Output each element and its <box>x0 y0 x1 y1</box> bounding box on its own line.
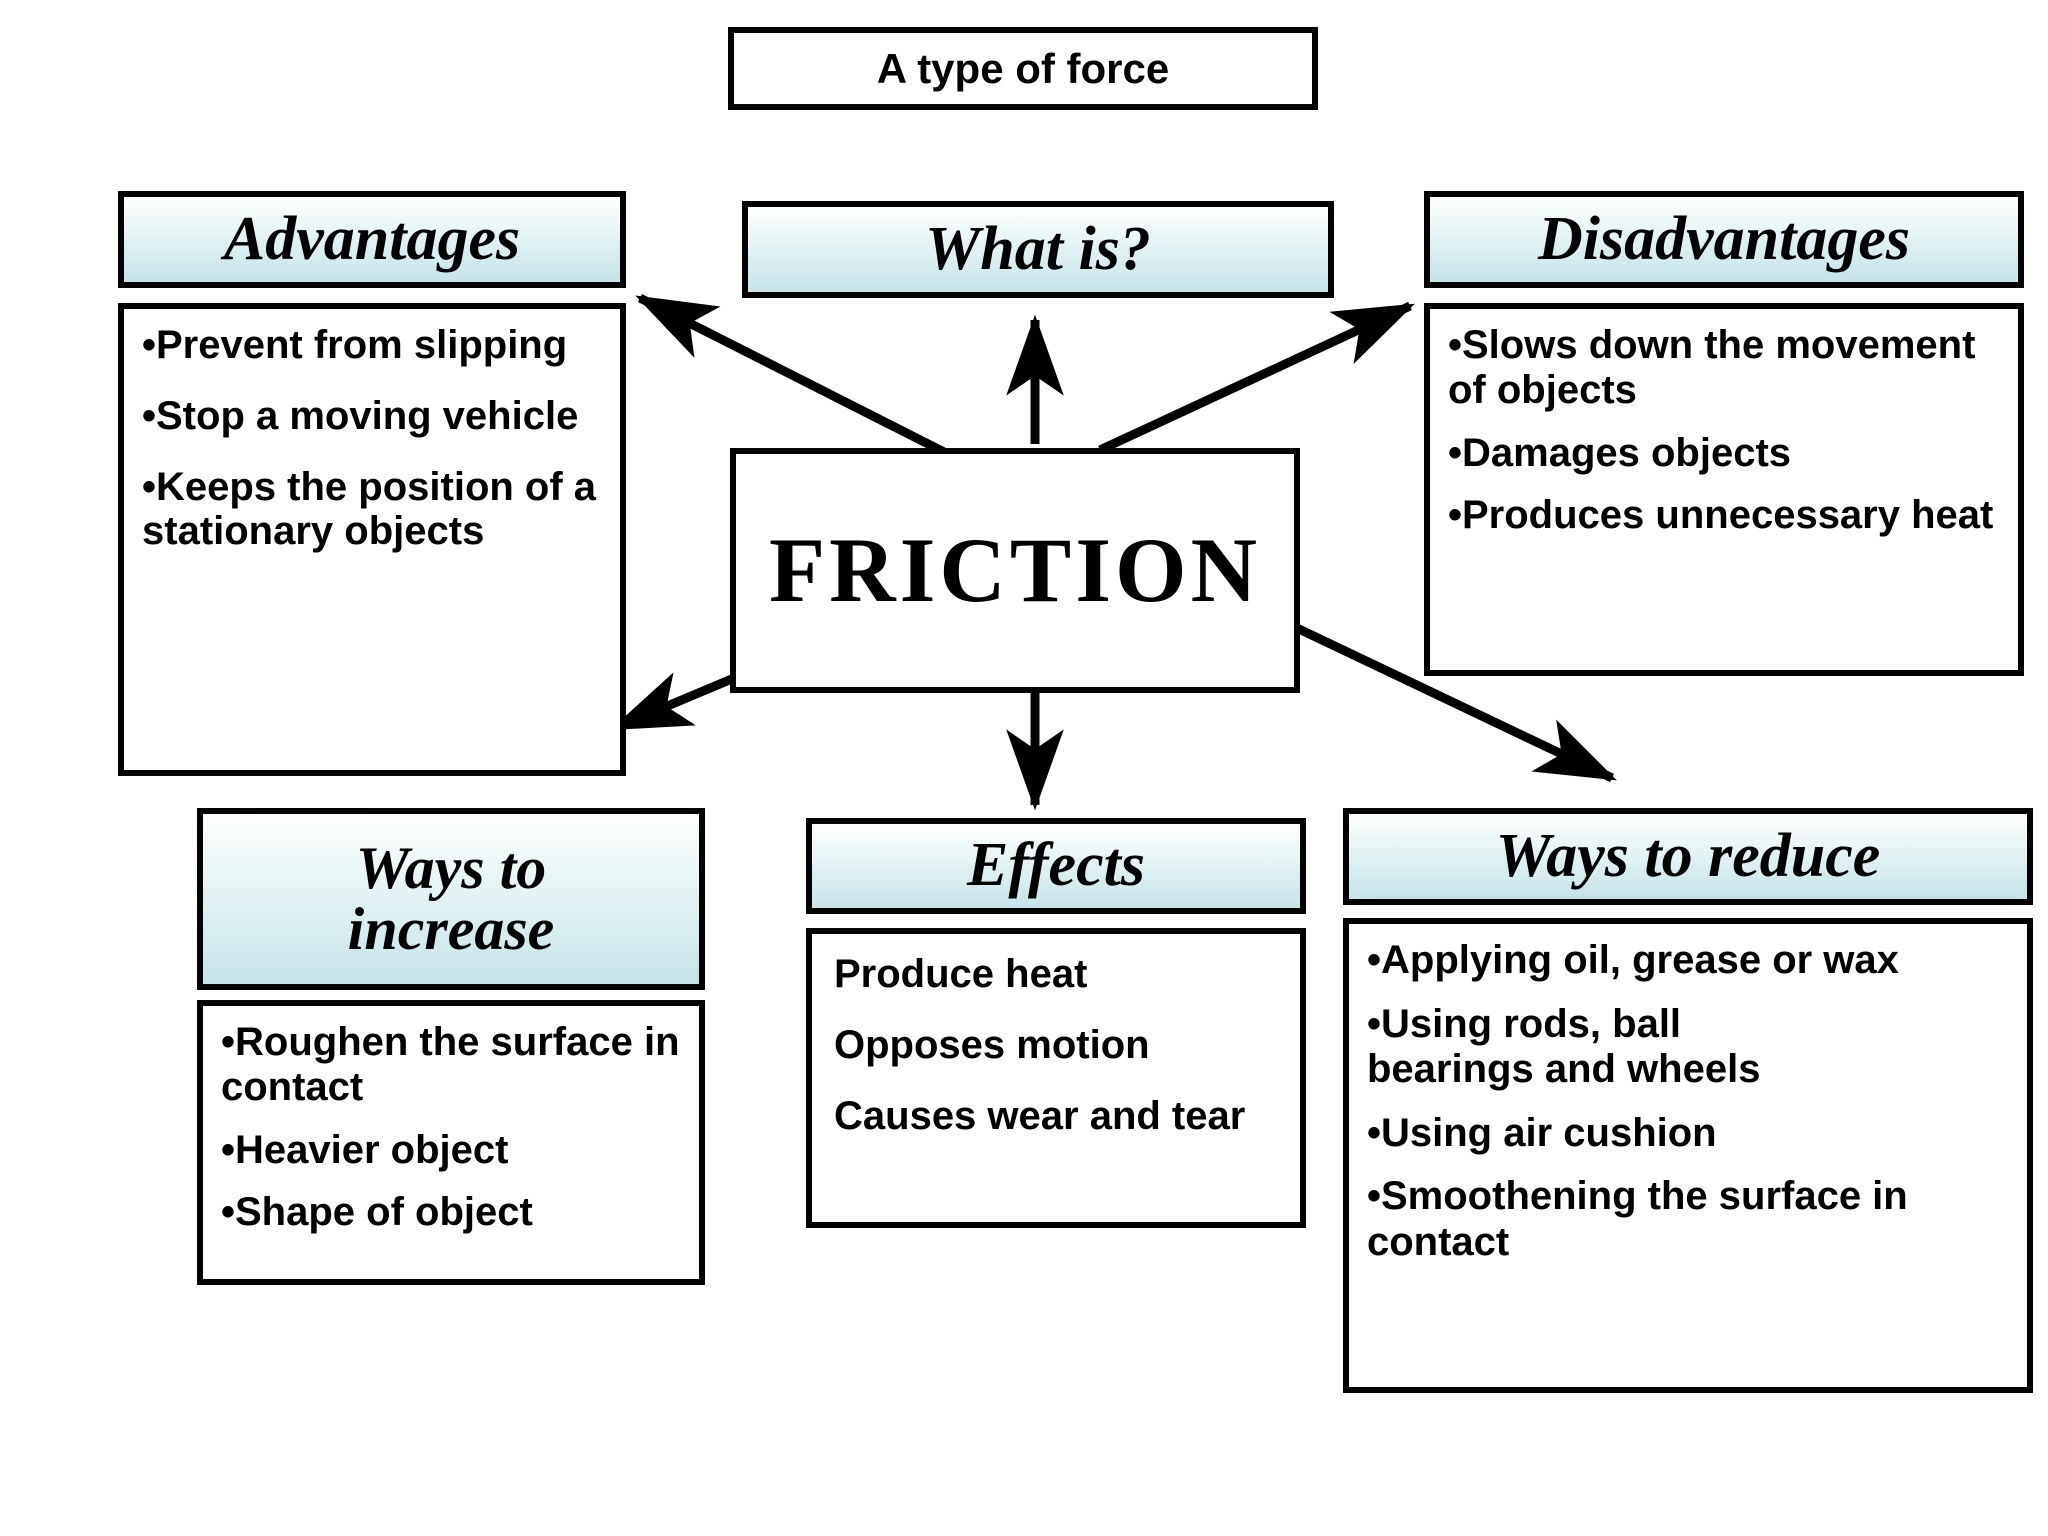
spacer <box>1448 475 2004 493</box>
header-ways-to-increase: Ways to increase <box>197 808 705 990</box>
list-item: •Produces unnecessary heat <box>1448 493 1994 538</box>
node-friction-center: FRICTION <box>730 448 1300 693</box>
header-what-is: What is? <box>742 201 1334 298</box>
friction-label: FRICTION <box>768 519 1262 622</box>
spacer <box>834 997 1286 1023</box>
spacer <box>221 1172 689 1190</box>
spacer <box>1367 1156 2015 1174</box>
ways-to-reduce-header-label: Ways to reduce <box>1495 821 1881 890</box>
spacer <box>1367 984 2015 1002</box>
list-item: •Shape of object <box>221 1190 533 1235</box>
node-a-type-of-force: A type of force <box>728 27 1318 110</box>
header-effects: Effects <box>806 818 1306 914</box>
list-item: •Roughen the surface in contact <box>221 1020 680 1109</box>
effects-header-label: Effects <box>967 831 1145 900</box>
header-disadvantages: Disadvantages <box>1424 191 2024 288</box>
list-item: •Using rods, ball <box>1367 1001 1682 1046</box>
spacer <box>1367 1093 2015 1111</box>
what-is-header-label: What is? <box>925 214 1151 283</box>
spacer <box>834 1068 1286 1094</box>
spacer <box>1448 413 2004 431</box>
list-item: •Keeps the position of a stationary obje… <box>142 464 597 554</box>
arrow-friction-to-disadvantages <box>1098 301 1415 455</box>
header-advantages: Advantages <box>118 191 626 288</box>
list-item: Causes wear and tear <box>834 1093 1246 1138</box>
ways-to-increase-header-line2: increase <box>347 896 555 962</box>
list-item: •Smoothening the surface in contact <box>1367 1174 1908 1264</box>
disadvantages-header-label: Disadvantages <box>1538 204 1910 273</box>
list-item: •Prevent from slipping <box>142 323 568 367</box>
body-advantages: •Prevent from slipping •Stop a moving ve… <box>118 303 626 776</box>
list-item: •Using air cushion <box>1367 1110 1717 1155</box>
a-type-of-force-label: A type of force <box>876 44 1170 92</box>
list-item: •Applying oil, grease or wax <box>1367 938 1899 982</box>
list-item: •Slows down the movement of objects <box>1448 323 1976 412</box>
list-item: •Damages objects <box>1448 430 1792 475</box>
arrow-friction-to-advantages <box>635 293 947 457</box>
header-ways-to-reduce: Ways to reduce <box>1343 808 2033 905</box>
list-item: •Stop a moving vehicle <box>142 393 579 438</box>
spacer <box>142 368 606 394</box>
spacer <box>221 1110 689 1128</box>
ways-to-increase-header-line1: Ways to <box>355 834 547 901</box>
body-disadvantages: •Slows down the movement of objects •Dam… <box>1424 303 2024 676</box>
body-ways-to-increase: •Roughen the surface in contact •Heavier… <box>197 1000 705 1285</box>
list-item: bearings and wheels <box>1367 1047 1761 1092</box>
body-effects: Produce heat Opposes motion Causes wear … <box>806 928 1306 1228</box>
spacer <box>142 439 606 465</box>
list-item: •Heavier object <box>221 1127 509 1172</box>
list-item: Opposes motion <box>834 1022 1150 1067</box>
list-item: Produce heat <box>834 952 1088 996</box>
advantages-header-label: Advantages <box>223 204 521 273</box>
body-ways-to-reduce: •Applying oil, grease or wax •Using rods… <box>1343 918 2033 1393</box>
